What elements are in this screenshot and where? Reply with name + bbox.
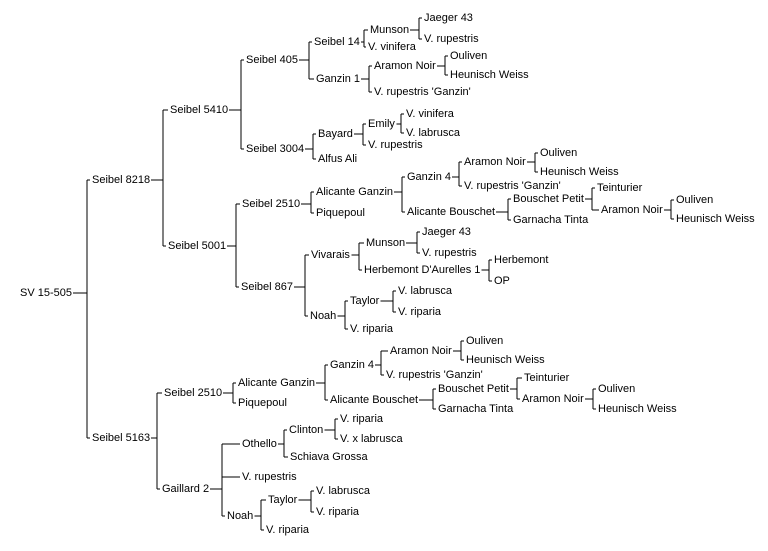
node-vrip4: V. riparia: [266, 524, 310, 536]
node-s5001: Seibel 5001: [168, 240, 226, 252]
node-vrup1: V. rupestris: [424, 33, 479, 45]
node-gaillard2: Gaillard 2: [162, 483, 209, 495]
node-munson2: Munson: [366, 237, 405, 249]
node-heunisch5: Heunisch Weiss: [598, 403, 677, 415]
node-ganzin4a: Ganzin 4: [407, 171, 451, 183]
node-bouschetp2: Bouschet Petit: [438, 383, 509, 395]
node-ouliven5: Ouliven: [598, 383, 635, 395]
node-garnacha2: Garnacha Tinta: [438, 403, 514, 415]
node-vrip5: V. riparia: [316, 506, 360, 518]
node-alicanteg2: Alicante Ganzin: [238, 377, 315, 389]
node-noah2: Noah: [227, 510, 253, 522]
node-vrupg2: V. rupestris 'Ganzin': [464, 180, 561, 192]
node-clinton: Clinton: [289, 424, 323, 436]
node-s2510a: Seibel 2510: [242, 198, 300, 210]
node-taylor2: Taylor: [268, 494, 298, 506]
node-ganzin1: Ganzin 1: [316, 73, 360, 85]
node-heunisch3: Heunisch Weiss: [676, 213, 755, 225]
node-heunisch2: Heunisch Weiss: [540, 166, 619, 178]
node-vlab2: V. labrusca: [398, 285, 453, 297]
node-piquepoul2: Piquepoul: [238, 397, 287, 409]
node-herbda: Herbemont D'Aurelles 1: [364, 264, 480, 276]
node-s8218: Seibel 8218: [92, 174, 150, 186]
node-emily: Emily: [368, 118, 395, 130]
node-schiava: Schiava Grossa: [290, 451, 369, 463]
node-s3004: Seibel 3004: [246, 143, 304, 155]
node-s405: Seibel 405: [246, 54, 298, 66]
node-garnacha1: Garnacha Tinta: [513, 214, 589, 226]
node-jaeger2: Jaeger 43: [422, 226, 471, 238]
node-s14: Seibel 14: [314, 36, 360, 48]
node-vrupg1: V. rupestris 'Ganzin': [374, 86, 471, 98]
node-ouliven3: Ouliven: [676, 194, 713, 206]
node-vrip3: V. riparia: [340, 413, 384, 425]
connector-layer: [72, 17, 674, 531]
node-aramon4: Aramon Noir: [390, 345, 452, 357]
node-heunisch4: Heunisch Weiss: [466, 354, 545, 366]
node-vivarais: Vivarais: [311, 249, 350, 261]
node-vxlab: V. x labrusca: [340, 433, 403, 445]
node-jaeger1: Jaeger 43: [424, 12, 473, 24]
node-vrip1: V. riparia: [350, 323, 394, 335]
node-ouliven1: Ouliven: [450, 50, 487, 62]
node-vrup3: V. rupestris: [422, 247, 477, 259]
node-s867: Seibel 867: [241, 281, 293, 293]
node-vvin1: V. vinifera: [368, 41, 417, 53]
node-vvin2: V. vinifera: [406, 108, 455, 120]
node-alicanteg1: Alicante Ganzin: [316, 186, 393, 198]
node-herbemont: Herbemont: [494, 254, 548, 266]
node-vlab1: V. labrusca: [406, 127, 461, 139]
node-aramon3: Aramon Noir: [601, 204, 663, 216]
node-alicanteb1: Alicante Bouschet: [407, 206, 495, 218]
node-othello: Othello: [242, 438, 277, 450]
node-ouliven2: Ouliven: [540, 147, 577, 159]
node-teinturier2: Teinturier: [524, 372, 570, 384]
node-ouliven4: Ouliven: [466, 335, 503, 347]
node-piquepoul1: Piquepoul: [316, 207, 365, 219]
node-vrup4: V. rupestris: [242, 471, 297, 483]
node-vlab3: V. labrusca: [316, 485, 371, 497]
node-heunisch1: Heunisch Weiss: [450, 69, 529, 81]
node-aramon1: Aramon Noir: [374, 60, 436, 72]
node-sv15505: SV 15-505: [20, 287, 72, 299]
node-vrup2: V. rupestris: [368, 139, 423, 151]
node-s2510b: Seibel 2510: [164, 387, 222, 399]
node-noah1: Noah: [310, 310, 336, 322]
node-taylor1: Taylor: [350, 295, 380, 307]
node-s5410: Seibel 5410: [170, 104, 228, 116]
node-aramon2: Aramon Noir: [464, 156, 526, 168]
node-ganzin4b: Ganzin 4: [330, 359, 374, 371]
node-vrupg3: V. rupestris 'Ganzin': [386, 369, 483, 381]
node-s5163: Seibel 5163: [92, 432, 150, 444]
node-alfus: Alfus Ali: [318, 153, 357, 165]
node-bouschetp1: Bouschet Petit: [513, 193, 584, 205]
node-teinturier1: Teinturier: [597, 182, 643, 194]
node-op: OP: [494, 275, 510, 287]
node-aramon5: Aramon Noir: [522, 393, 584, 405]
node-munson1: Munson: [370, 24, 409, 36]
node-vrip2: V. riparia: [398, 306, 442, 318]
node-bayard: Bayard: [318, 128, 353, 140]
node-alicanteb2: Alicante Bouschet: [330, 394, 418, 406]
